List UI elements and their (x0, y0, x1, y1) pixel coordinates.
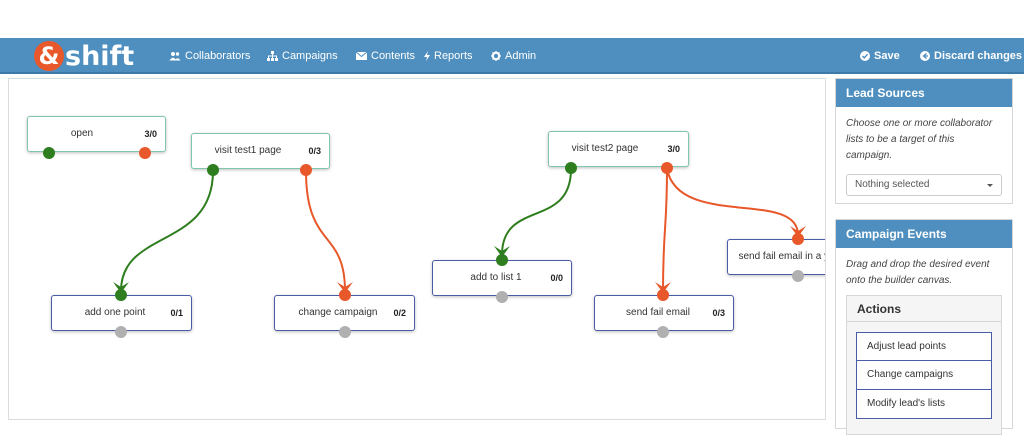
arrowhead-icon (113, 282, 129, 293)
nav-reports-label: Reports (434, 50, 473, 62)
back-circle-icon (920, 51, 930, 61)
node-label: add one point (84, 307, 146, 318)
logo-ampersand: & (34, 41, 64, 71)
arrowhead-icon (655, 282, 671, 293)
sitemap-icon (267, 51, 278, 61)
failure-endpoint[interactable] (300, 164, 312, 176)
nav-campaigns-label: Campaigns (282, 50, 338, 62)
output-endpoint[interactable] (115, 326, 127, 338)
node-count: 0/3 (712, 308, 725, 318)
node-label: open (70, 128, 94, 139)
top-navbar: & shift Collaborators Campaigns Contents… (0, 38, 1024, 74)
action-change-campaigns[interactable]: Change campaigns (856, 361, 992, 390)
node-count: 0/0 (550, 273, 563, 283)
input-endpoint[interactable] (792, 233, 804, 245)
output-endpoint[interactable] (657, 326, 669, 338)
connection-success (120, 170, 214, 292)
save-label: Save (874, 50, 900, 62)
connection-success (501, 168, 572, 256)
event-node-visit-test2-page[interactable]: visit test2 page 3/0 (548, 131, 689, 167)
nav-collaborators-label: Collaborators (185, 50, 251, 62)
connection-failure (666, 168, 799, 236)
success-endpoint[interactable] (565, 162, 577, 174)
caret-down-icon (987, 184, 993, 187)
connection-failure (662, 168, 668, 292)
node-count: 3/0 (667, 144, 680, 154)
output-endpoint[interactable] (792, 270, 804, 282)
input-endpoint[interactable] (115, 289, 127, 301)
node-label: add to list 1 (470, 272, 522, 283)
discard-changes-label: Discard changes (934, 50, 1023, 62)
connection-failure (305, 170, 346, 292)
app-logo[interactable]: & shift (34, 39, 134, 73)
output-endpoint[interactable] (339, 326, 351, 338)
discard-changes-button[interactable]: Discard changes (920, 38, 1022, 74)
users-icon (169, 52, 181, 61)
campaign-builder-canvas[interactable]: open 3/0 visit test1 page 0/3 visit test… (8, 78, 826, 420)
node-count: 3/0 (144, 129, 157, 139)
lead-sources-description: Choose one or more collaborator lists to… (846, 118, 993, 161)
connection-layer (113, 168, 806, 293)
node-label: visit test1 page (214, 145, 282, 156)
node-count: 0/2 (393, 308, 406, 318)
node-label: send fail email (626, 307, 690, 318)
arrowhead-icon (790, 226, 806, 237)
lead-sources-panel: Lead Sources Choose one or more collabor… (835, 78, 1013, 204)
envelope-icon (356, 52, 367, 60)
arrowhead-icon (337, 282, 353, 293)
action-node-send-fail-email-in-a-year[interactable]: send fail email in a year (727, 239, 825, 275)
bolt-icon (424, 51, 430, 61)
actions-title: Actions (847, 296, 1001, 322)
success-endpoint[interactable] (43, 147, 55, 159)
nav-campaigns[interactable]: Campaigns (267, 38, 338, 74)
action-node-add-one-point[interactable]: add one point 0/1 (51, 295, 192, 331)
node-count: 0/3 (308, 146, 321, 156)
input-endpoint[interactable] (657, 289, 669, 301)
failure-endpoint[interactable] (139, 147, 151, 159)
nav-admin[interactable]: Admin (491, 38, 536, 74)
nav-collaborators[interactable]: Collaborators (169, 38, 250, 74)
campaign-events-description: Drag and drop the desired event onto the… (846, 259, 990, 286)
nav-contents[interactable]: Contents (356, 38, 415, 74)
nav-reports[interactable]: Reports (424, 38, 473, 74)
nav-admin-label: Admin (505, 50, 537, 62)
node-count: 0/1 (170, 308, 183, 318)
endpoint-layer (43, 147, 804, 338)
event-node-open[interactable]: open 3/0 (27, 116, 166, 152)
save-button[interactable]: Save (860, 38, 900, 74)
campaign-events-title: Campaign Events (836, 220, 1012, 248)
node-label: send fail email in a year (738, 251, 825, 262)
lead-sources-select-value: Nothing selected (855, 179, 930, 190)
nav-contents-label: Contents (371, 50, 416, 62)
campaign-events-panel: Campaign Events Drag and drop the desire… (835, 219, 1013, 435)
input-endpoint[interactable] (496, 254, 508, 266)
lead-sources-body: Choose one or more collaborator lists to… (836, 107, 1012, 205)
lead-sources-select[interactable]: Nothing selected (846, 174, 1002, 196)
node-label: visit test2 page (571, 143, 639, 154)
logo-text: shift (65, 40, 135, 72)
action-node-send-fail-email[interactable]: send fail email 0/3 (594, 295, 734, 331)
node-label: change campaign (298, 307, 378, 318)
lead-sources-title: Lead Sources (836, 79, 1012, 107)
success-endpoint[interactable] (207, 164, 219, 176)
action-adjust-lead-points[interactable]: Adjust lead points (856, 332, 992, 361)
actions-group: Actions Adjust lead points Change campai… (846, 295, 1002, 435)
check-circle-icon (860, 51, 870, 61)
action-modify-leads-lists[interactable]: Modify lead's lists (856, 390, 992, 419)
arrowhead-icon (494, 246, 510, 257)
failure-endpoint[interactable] (661, 162, 673, 174)
input-endpoint[interactable] (339, 289, 351, 301)
event-node-visit-test1-page[interactable]: visit test1 page 0/3 (191, 133, 330, 169)
gear-icon (491, 51, 501, 61)
output-endpoint[interactable] (496, 291, 508, 303)
